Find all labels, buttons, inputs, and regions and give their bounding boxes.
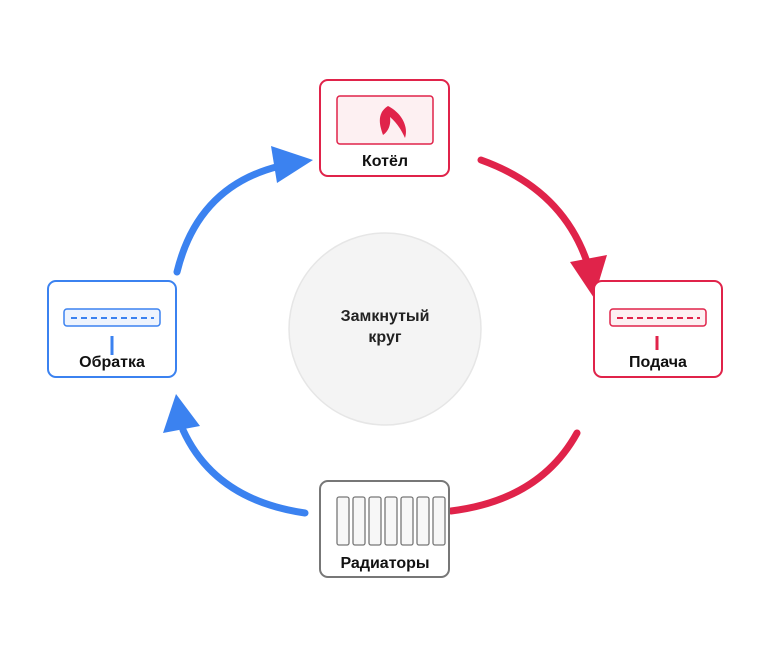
pipe-icon [63, 308, 161, 355]
node-return-label: Обратка [79, 354, 145, 371]
arrow-boiler-to-supply [477, 156, 593, 272]
arrow-return-to-boiler [173, 162, 284, 276]
radiator-fin [352, 496, 366, 546]
center-node: Замкнутый круг [288, 232, 482, 426]
center-label-line2: круг [368, 329, 401, 346]
arrow-radiators-to-return [179, 426, 309, 517]
arrowhead-supply [570, 255, 607, 298]
radiator-fin [336, 496, 350, 546]
center-circle [288, 232, 482, 426]
node-supply-box [593, 280, 723, 378]
arrowhead-boiler [271, 146, 313, 183]
radiator-fin [416, 496, 430, 546]
radiator-fin [400, 496, 414, 546]
node-supply-label: Подача [629, 354, 687, 371]
radiator-fin [384, 496, 398, 546]
node-boiler: Котёл [319, 79, 450, 177]
node-supply: Подача [593, 280, 723, 378]
flame-icon [379, 106, 406, 138]
radiator-fin [432, 496, 446, 546]
node-return-box [47, 280, 177, 378]
arrowhead-return [163, 394, 200, 433]
flow-arrows [163, 146, 607, 517]
arrow-supply-to-radiators [447, 429, 581, 515]
center-label-line1: Замкнутый [341, 308, 430, 325]
node-return: Обратка [47, 280, 177, 378]
radiator-icon [336, 496, 446, 546]
radiator-fin [368, 496, 382, 546]
pipe-icon [609, 308, 707, 350]
node-radiators-label: Радиаторы [340, 555, 429, 572]
node-boiler-label: Котёл [362, 153, 408, 170]
node-radiators: Радиаторы [319, 480, 450, 578]
